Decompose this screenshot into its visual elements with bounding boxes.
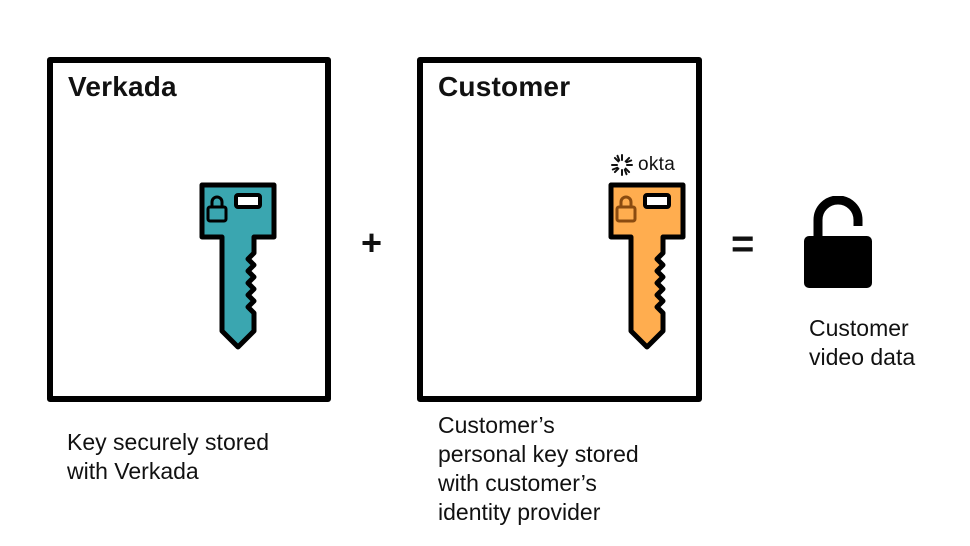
verkada-card-title: Verkada	[68, 71, 177, 102]
verkada-card: Verkada	[47, 57, 331, 402]
key-body	[199, 182, 277, 350]
key-lock-body	[206, 205, 228, 223]
key-body	[608, 182, 686, 350]
unlocked-padlock-icon	[804, 196, 872, 288]
equals-sign: =	[731, 222, 755, 266]
okta-logo: okta	[611, 153, 675, 177]
key-slot	[643, 193, 671, 209]
key-slot	[234, 193, 262, 209]
verkada-key-caption: Key securely stored with Verkada	[67, 429, 269, 484]
padlock-shackle	[813, 196, 863, 240]
okta-wordmark: okta	[638, 154, 676, 175]
plus-sign: +	[361, 222, 383, 263]
video-data-caption: Customer video data	[809, 315, 916, 370]
padlock-body	[804, 236, 872, 288]
key-lock-shackle	[619, 195, 633, 207]
customer-key-icon	[608, 182, 686, 350]
customer-card: Customer okta	[417, 57, 702, 402]
customer-card-title: Customer	[438, 71, 571, 102]
okta-icon	[611, 154, 633, 176]
customer-key-caption: Customer’s personal key stored with cust…	[438, 412, 639, 525]
verkada-key-icon	[199, 182, 277, 350]
key-lock-body	[615, 205, 637, 223]
key-lock-shackle	[210, 195, 224, 207]
